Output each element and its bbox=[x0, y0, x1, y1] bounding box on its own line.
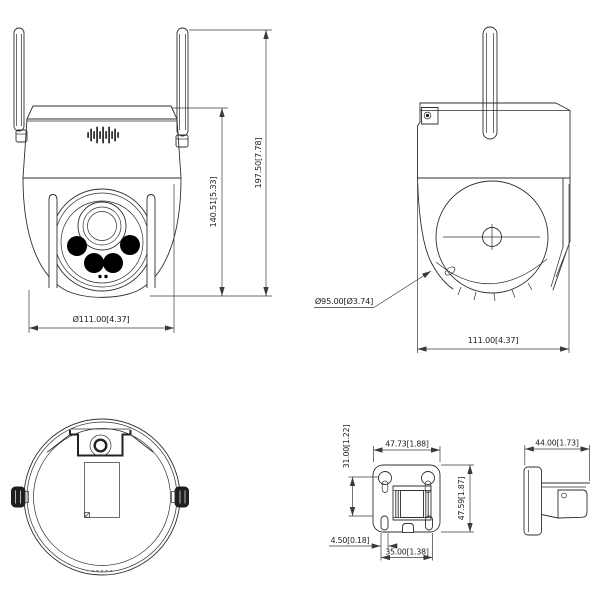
label-recess bbox=[84, 462, 120, 518]
crosshair-icon bbox=[443, 224, 540, 250]
bracket-plate bbox=[372, 464, 441, 533]
front-view: 140.51[5.33] 197.50[7.78] Ø111.00[4.37] bbox=[13, 27, 272, 333]
antenna-hinge-right-icon bbox=[171, 486, 189, 508]
dim-ball-diameter: Ø95.00[Ø3.74] bbox=[315, 296, 373, 306]
cable-notch bbox=[402, 523, 414, 534]
mount-slot-icon bbox=[380, 515, 433, 531]
bracket-side-dimensions: 44.00[1.73] bbox=[524, 439, 590, 481]
camera-dome-front bbox=[48, 188, 156, 292]
keyhole-icon bbox=[378, 471, 435, 493]
camera-dome-side bbox=[417, 177, 571, 302]
front-view-dimensions: 140.51[5.33] 197.50[7.78] Ø111.00[4.37] bbox=[28, 29, 272, 333]
bracket-arm bbox=[541, 482, 590, 519]
bracket-front-dimensions: 47.73[1.88] 31.00[1.22] 47.59[1.87] 4.50… bbox=[329, 425, 474, 561]
antenna-side-icon bbox=[482, 26, 498, 140]
mount-seat bbox=[47, 428, 154, 457]
side-view-dimensions: Ø95.00[Ø3.74] 111.00[4.37] bbox=[314, 184, 570, 353]
dim-side-depth: 111.00[4.37] bbox=[468, 335, 519, 345]
dim-body-height: 140.51[5.33] bbox=[208, 177, 218, 228]
dim-bracket-height: 47.59[1.87] bbox=[457, 477, 466, 521]
dim-slot-spacing: 35.00[1.38] bbox=[385, 548, 429, 557]
bracket-center-interface bbox=[392, 485, 432, 521]
leader-ball-diameter bbox=[373, 270, 432, 308]
dim-front-width: Ø111.00[4.37] bbox=[72, 314, 129, 324]
lens-icon bbox=[77, 201, 127, 251]
dim-hole-spacing: 31.00[1.22] bbox=[342, 425, 351, 469]
dim-bracket-depth: 44.00[1.73] bbox=[535, 439, 579, 448]
dim-bracket-width: 47.73[1.88] bbox=[385, 440, 429, 449]
bracket-plate-side bbox=[523, 466, 542, 536]
top-view bbox=[11, 418, 189, 576]
dim-total-height: 197.50[7.78] bbox=[253, 138, 263, 189]
bracket-front-view: 47.73[1.88] 31.00[1.22] 47.59[1.87] 4.50… bbox=[329, 425, 474, 561]
screw-hole-icon bbox=[93, 438, 108, 453]
antenna-hinge-left-icon bbox=[11, 486, 29, 508]
side-view: Ø95.00[Ø3.74] 111.00[4.37] bbox=[314, 26, 571, 353]
bracket-side-view: 44.00[1.73] bbox=[523, 439, 590, 536]
dim-slot-width: 4.50[0.18] bbox=[331, 536, 370, 545]
antenna-left-icon bbox=[13, 27, 28, 143]
speaker-grille-icon bbox=[87, 126, 119, 144]
camera-body-front bbox=[22, 105, 182, 298]
camera-body-side bbox=[417, 102, 571, 179]
antenna-right-icon bbox=[175, 27, 189, 148]
ir-led-icon bbox=[67, 235, 140, 279]
